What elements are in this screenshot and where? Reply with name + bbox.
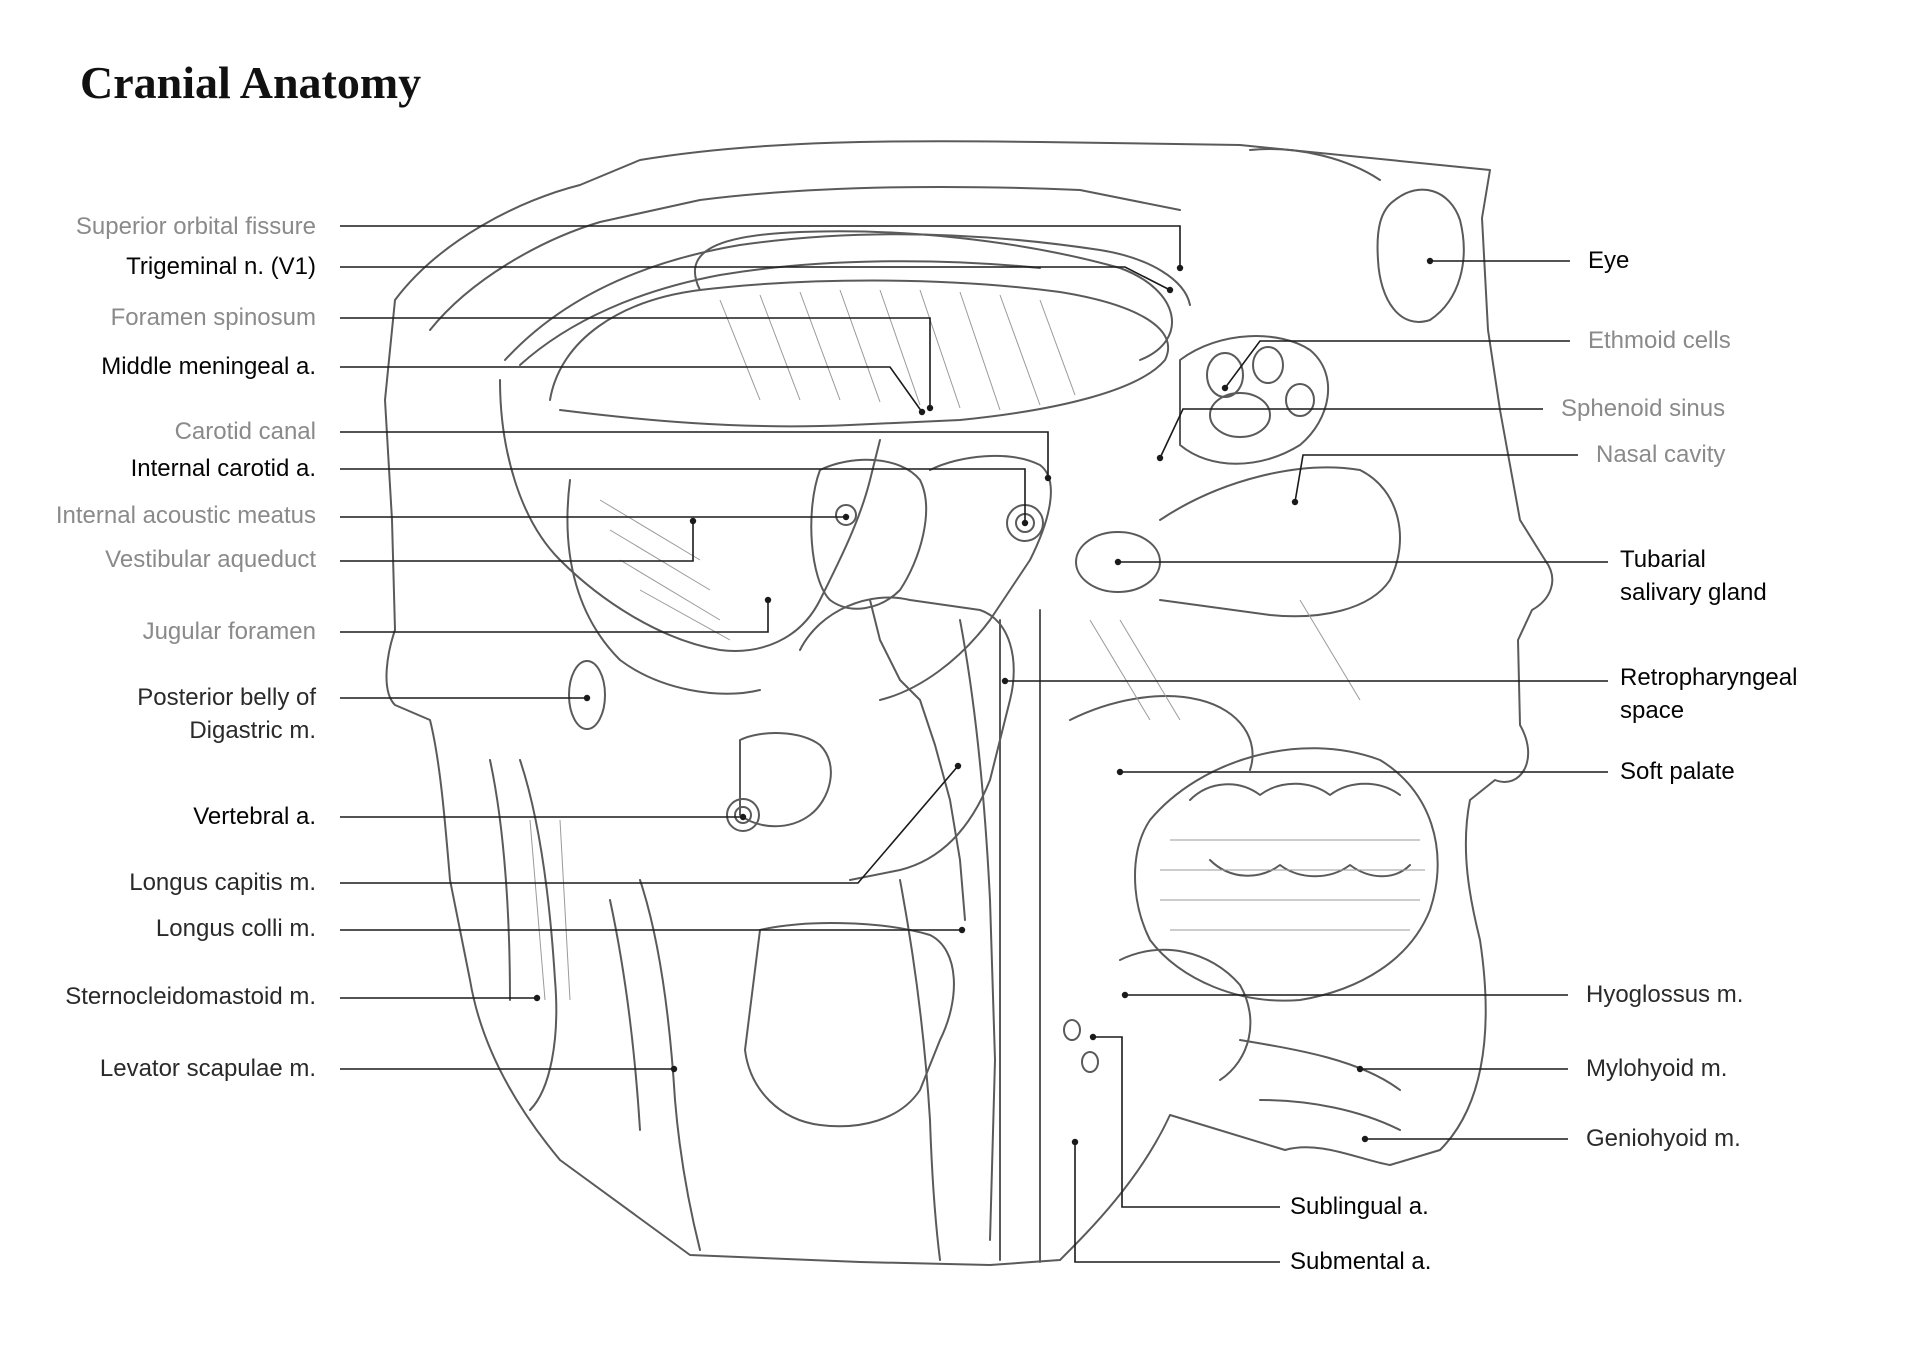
label-jugular-foramen: Jugular foramen xyxy=(142,618,316,645)
middle-fossa xyxy=(499,379,881,652)
label-posterior-belly-digastric-line2: Digastric m. xyxy=(189,717,316,744)
leader-carotid-canal xyxy=(340,431,1049,478)
label-tubarial-line1: Tubarial xyxy=(1620,546,1706,573)
digastric-belly xyxy=(568,660,606,730)
label-sublingual-a: Sublingual a. xyxy=(1290,1193,1429,1220)
label-soft-palate: Soft palate xyxy=(1620,758,1735,785)
vertebra-c2 xyxy=(744,922,955,1128)
diagram-title: Cranial Anatomy xyxy=(80,57,422,108)
upper-teeth xyxy=(1189,782,1401,801)
posterior-fossa xyxy=(566,479,761,695)
ethmoid-cell-2 xyxy=(1252,346,1284,384)
label-longus-colli: Longus colli m. xyxy=(155,915,316,942)
leader-longus-capitis xyxy=(340,765,959,884)
hyoglossus-muscle xyxy=(1119,948,1252,1081)
leader-foramen-spinosum xyxy=(340,317,931,408)
label-mylohyoid: Mylohyoid m. xyxy=(1586,1055,1728,1082)
submental-artery-ring xyxy=(1063,1019,1081,1041)
leader-internal-carotid-a xyxy=(340,468,1026,523)
label-vertebral-a: Vertebral a. xyxy=(193,803,316,830)
calvarium-layer-2 xyxy=(519,260,1041,366)
label-internal-carotid-a: Internal carotid a. xyxy=(130,455,316,482)
label-tubarial-line2: salivary gland xyxy=(1620,579,1767,606)
label-geniohyoid: Geniohyoid m. xyxy=(1586,1125,1741,1152)
label-ethmoid-cells: Ethmoid cells xyxy=(1588,327,1731,354)
label-foramen-spinosum: Foramen spinosum xyxy=(110,304,316,331)
leader-nasal-cavity xyxy=(1294,454,1578,503)
nasal-cavity-contour xyxy=(1159,466,1401,618)
label-middle-meningeal-a: Middle meningeal a. xyxy=(101,353,316,380)
orbit xyxy=(1249,148,1381,181)
petrous-bone xyxy=(879,455,1052,701)
leader-superior-orbital-fissure xyxy=(340,225,1181,268)
cervical-spine-block xyxy=(799,596,1015,881)
leader-vestibular-aqueduct xyxy=(340,521,694,562)
label-sternocleidomastoid: Sternocleidomastoid m. xyxy=(65,983,316,1010)
leader-jugular-foramen xyxy=(340,600,769,633)
levator-scapulae-muscle xyxy=(639,879,701,1251)
label-levator-scapulae: Levator scapulae m. xyxy=(99,1055,316,1082)
leader-trigeminal-n xyxy=(340,266,1171,291)
skull-inner-outline xyxy=(429,186,1181,331)
leader-submental-a xyxy=(1074,1142,1280,1263)
lower-teeth xyxy=(1209,859,1411,878)
cerebral-tentorium xyxy=(549,279,1170,428)
ethmoid-cell-1 xyxy=(1206,352,1244,398)
label-internal-acoustic-meatus: Internal acoustic meatus xyxy=(55,502,316,529)
temporal-lobe-shape xyxy=(693,230,1173,361)
label-posterior-belly-digastric-line1: Posterior belly of xyxy=(137,684,316,711)
label-superior-orbital-fissure: Superior orbital fissure xyxy=(75,213,316,240)
label-eye: Eye xyxy=(1588,247,1630,274)
mylohyoid-muscle xyxy=(1239,1039,1401,1091)
vertebra-c1 xyxy=(739,732,832,828)
soft-palate-contour xyxy=(1069,695,1254,771)
label-trigeminal-n: Trigeminal n. (V1) xyxy=(126,253,316,280)
label-vestibular-aqueduct: Vestibular aqueduct xyxy=(105,546,316,573)
label-nasal-cavity: Nasal cavity xyxy=(1596,441,1726,468)
leader-sublingual-a xyxy=(1093,1036,1280,1208)
skull-outer-outline xyxy=(384,140,1554,1266)
sphenoid-cavity xyxy=(1209,392,1271,438)
longus-muscle xyxy=(899,879,941,1261)
label-hyoglossus: Hyoglossus m. xyxy=(1586,981,1744,1008)
label-carotid-canal: Carotid canal xyxy=(174,418,316,445)
sublingual-artery-ring xyxy=(1081,1051,1099,1073)
dens xyxy=(810,458,928,610)
label-sphenoid-sinus: Sphenoid sinus xyxy=(1561,395,1726,422)
leader-middle-meningeal-a xyxy=(340,366,923,413)
vertebral-body-column xyxy=(869,599,966,921)
scm-muscle xyxy=(519,759,558,1111)
tongue xyxy=(1134,747,1439,1002)
label-retropharyngeal-line1: Retropharyngeal xyxy=(1620,664,1798,691)
leader-sphenoid-sinus xyxy=(1159,408,1543,459)
label-longus-capitis: Longus capitis m. xyxy=(129,869,316,896)
ethmoid-block xyxy=(1179,335,1330,465)
acoustic-meatus-ring xyxy=(835,504,857,526)
leader-ethmoid-cells xyxy=(1224,340,1570,389)
label-retropharyngeal-line2: space xyxy=(1620,697,1685,724)
geniohyoid-muscle xyxy=(1259,1099,1401,1131)
label-submental-a: Submental a. xyxy=(1290,1248,1432,1275)
vertebral-artery-ring xyxy=(726,798,760,832)
ethmoid-cell-3 xyxy=(1285,383,1315,417)
eye-globe xyxy=(1376,188,1465,323)
calvarium-layer xyxy=(504,233,1191,361)
